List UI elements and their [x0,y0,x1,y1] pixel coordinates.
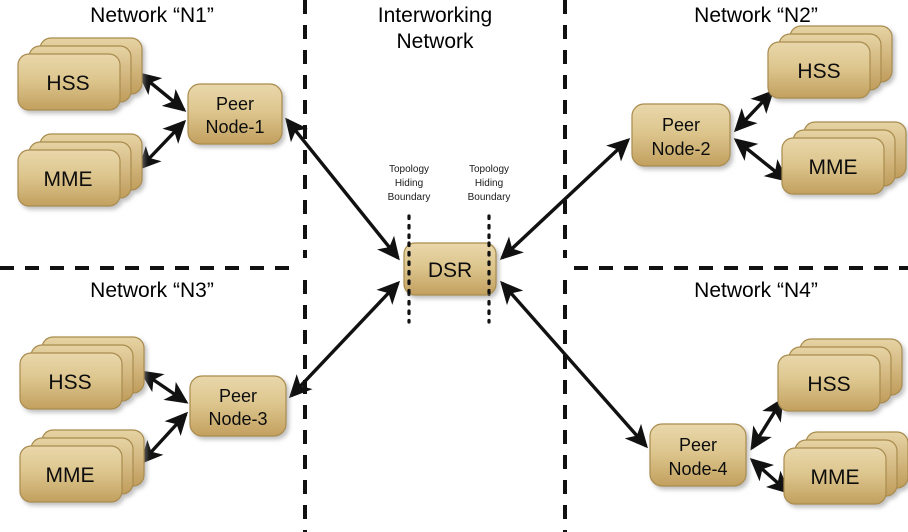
boundary-right-label-line1: Topology [469,164,509,175]
dsr-node-box [403,242,497,296]
n4-peer-node-box [649,423,747,487]
connector-arrows [137,72,791,494]
quadrant-n1: Network “N1” HSS MME Peer Node-1 [17,4,283,207]
n3-mme-card-front [19,445,123,503]
n1-peer-node-label-line1: Peer [216,94,254,114]
n1-peer-node-label-line2: Node-1 [205,117,264,137]
n4-peer-node-label-line1: Peer [679,435,717,455]
n3-peer-node-box [189,375,287,437]
n4-peer-node-label-line2: Node-4 [668,459,727,479]
boundary-left-label-line1: Topology [389,164,429,175]
boundary-right-label-line3: Boundary [468,192,511,203]
n4-mme-card-front [783,447,887,505]
n4-hss-card-front [777,354,881,412]
n3-hss-stack[interactable] [19,336,145,410]
dsr-node-label: DSR [428,259,472,282]
quadrant-n1-title: Network “N1” [90,4,214,27]
n3-hss-label: HSS [48,371,91,394]
n1-peer-node[interactable] [187,83,283,145]
quadrant-n2-title: Network “N2” [694,4,818,27]
n2-peer-node[interactable] [631,103,731,167]
arrow-n2-peer-mme [733,138,789,182]
n2-hss-stack[interactable] [767,25,893,99]
arrow-n1-mme-peer [137,119,187,171]
n1-mme-stack[interactable] [17,133,143,207]
n2-peer-node-label-line1: Peer [662,115,700,135]
n4-mme-stack[interactable] [783,431,908,505]
n3-hss-card-front [19,352,123,410]
boundary-left-label-line2: Hiding [395,178,423,189]
n2-peer-node-box [631,103,731,167]
n1-hss-stack[interactable] [17,37,143,111]
n1-mme-label: MME [44,168,93,191]
boundary-left-label-line3: Boundary [388,192,431,203]
quadrant-n3-title: Network “N3” [90,279,214,302]
n4-mme-label: MME [811,466,860,489]
n1-peer-node-box [187,83,283,145]
interworking-network-center: Interworking Network Topology Hiding Bou… [378,4,511,324]
arrow-n3-hss-peer [139,370,189,404]
quadrant-n2: Network “N2” HSS MME Peer Node-2 [631,4,907,195]
n3-peer-node-label-line2: Node-3 [208,409,267,429]
n2-hss-card-front [767,41,871,99]
n3-mme-label: MME [46,464,95,487]
arrow-n4-peer-mme [749,458,791,494]
n3-peer-node-label-line1: Peer [219,386,257,406]
center-title-line2: Network [396,30,474,53]
n3-peer-node[interactable] [189,375,287,437]
center-title-line1: Interworking [378,4,492,27]
boundary-right-label-line2: Hiding [475,178,503,189]
arrow-n2-peer-hss [733,89,775,133]
arrow-n2-peer-dsr [499,137,631,261]
quadrant-n4-title: Network “N4” [694,279,818,302]
arrow-n1-peer-dsr [285,117,400,261]
n2-mme-stack[interactable] [781,121,907,195]
n2-peer-node-label-line2: Node-2 [651,139,710,159]
arrow-n4-peer-hss [750,397,784,451]
arrow-n3-mme-peer [139,411,189,465]
quadrant-n3: Network “N3” HSS MME Peer Node-3 [19,279,287,503]
n1-mme-card-front [17,149,121,207]
arrow-n4-peer-dsr [500,280,648,449]
arrow-n3-peer-dsr [288,280,401,399]
quadrant-n4: Network “N4” HSS MME Peer Node-4 [649,279,908,505]
dsr-node[interactable] [403,242,497,296]
n4-hss-label: HSS [807,373,850,396]
n1-hss-card-front [17,53,121,111]
arrow-n1-hss-peer [137,72,187,112]
n2-mme-card-front [781,137,885,195]
n1-hss-label: HSS [46,72,89,95]
n2-hss-label: HSS [797,60,840,83]
n3-mme-stack[interactable] [19,429,145,503]
n4-hss-stack[interactable] [777,338,903,412]
n2-mme-label: MME [809,156,858,179]
n4-peer-node[interactable] [649,423,747,487]
